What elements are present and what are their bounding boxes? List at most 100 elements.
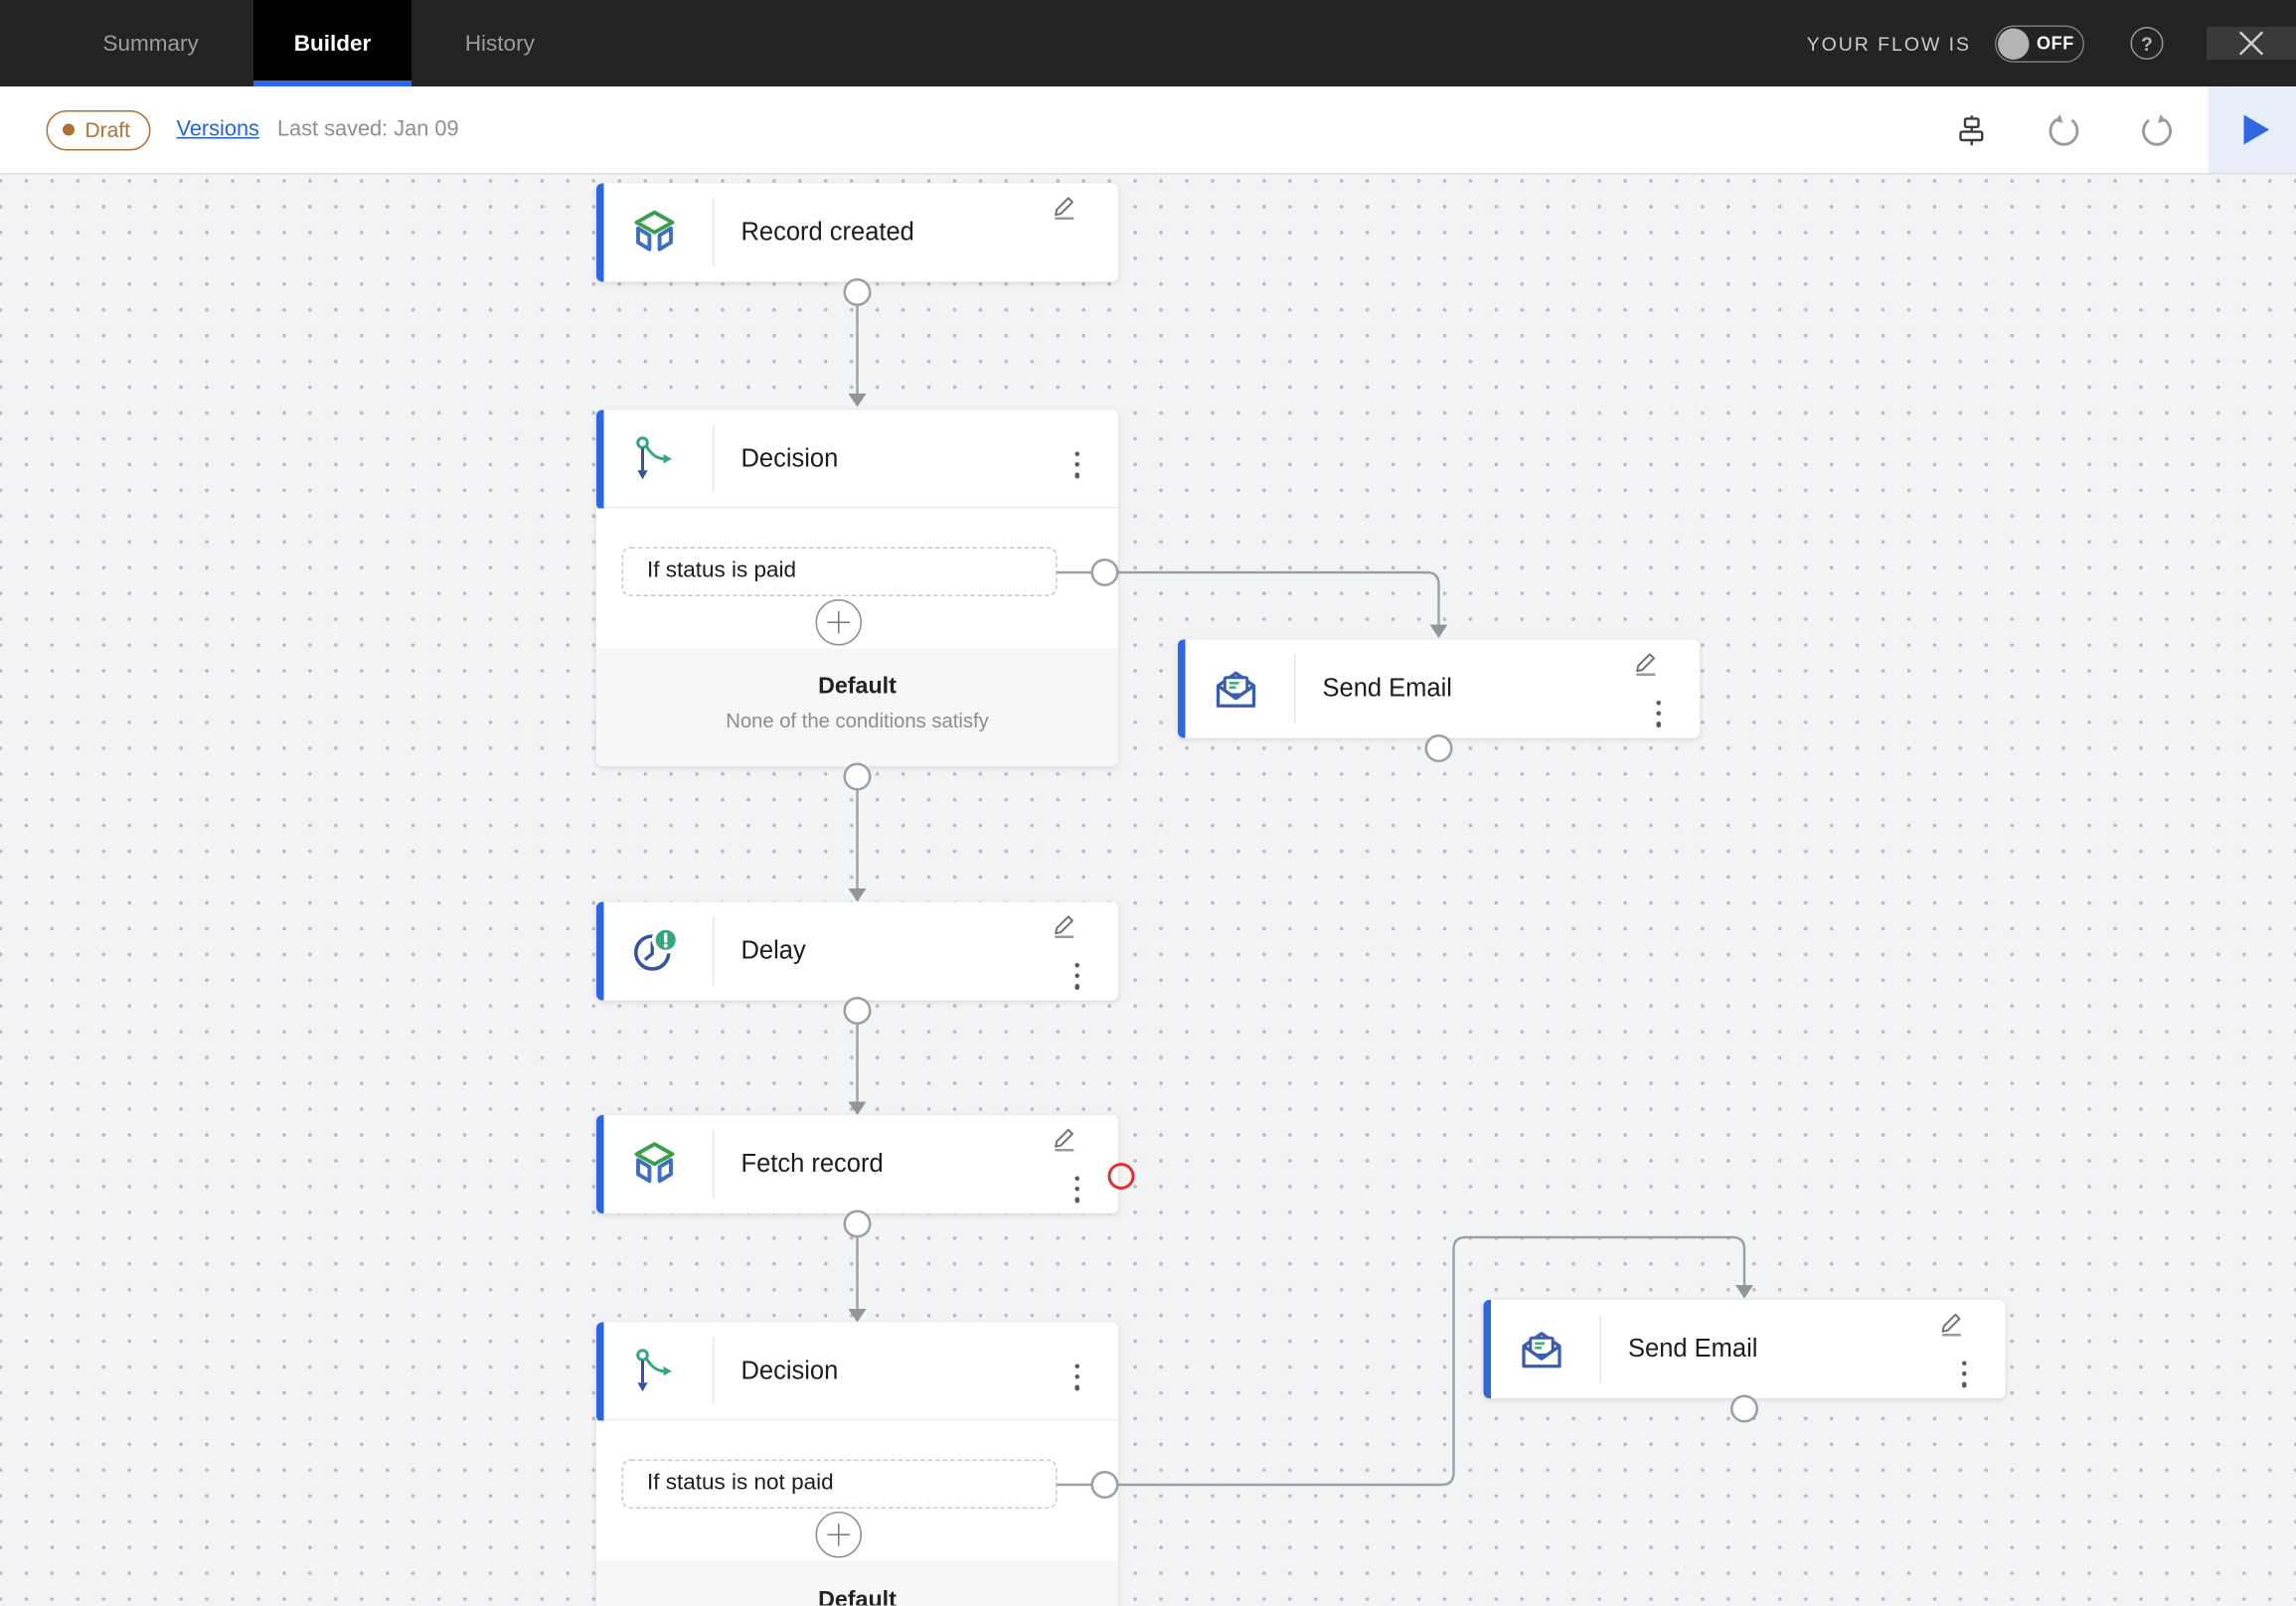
node-accent-bar [1178,639,1186,738]
arrowhead-down-icon [848,1309,867,1323]
redo-button[interactable] [2138,110,2177,149]
run-flow-play-icon [2242,114,2269,145]
kebab-menu-icon[interactable] [1068,446,1085,484]
arrowhead-down-icon [848,394,867,407]
node-title: Delay [740,936,806,965]
node-fetch-record[interactable]: Fetch record [596,1115,1118,1213]
node-accent-bar [596,409,604,510]
divider [713,198,715,267]
output-port-send-email2[interactable] [1729,1394,1759,1423]
decision-header: Decision [596,1322,1118,1422]
auto-align-button[interactable] [1955,112,1990,147]
arrowhead-down-icon [848,888,867,902]
clock-alert-icon [633,925,680,971]
top-bar: Summary Builder History YOUR FLOW IS OFF… [0,0,2296,86]
decision-header: Decision [596,409,1118,510]
undo-button[interactable] [2045,110,2083,149]
close-button[interactable] [2207,27,2296,60]
arrowhead-down-icon [1429,624,1448,638]
node-decision-1[interactable]: Decision If status is paid Default None … [596,409,1118,766]
kebab-menu-icon[interactable] [1956,1356,1973,1393]
run-flow-button[interactable] [2208,86,2296,173]
add-condition-button[interactable] [815,1512,862,1558]
output-port-delay[interactable] [843,996,872,1026]
output-port-decision1-default[interactable] [843,762,872,791]
builder-toolbar: Draft Versions Last saved: Jan 09 [0,86,2296,175]
node-record-created[interactable]: Record created [596,183,1118,282]
node-title: Decision [740,444,839,473]
node-title: Record created [740,218,914,246]
edit-pencil-icon[interactable] [1938,1311,1965,1338]
status-badge: Draft [46,109,152,150]
decision-branch-icon [636,1349,672,1392]
divider [1294,654,1296,723]
tab-builder[interactable]: Builder [253,0,411,86]
decision-body: If status is paid [596,508,1118,649]
node-send-email-1[interactable]: Send Email [1178,639,1700,738]
status-badge-label: Draft [84,117,131,142]
decision-default-section[interactable]: Default [596,1560,1118,1606]
undo-icon [2049,113,2079,146]
flow-status-label: YOUR FLOW IS [1806,32,1971,55]
decision-branch-icon [636,436,672,480]
output-port-record-created[interactable] [843,277,872,307]
connector-condition1-to-email1 [1118,570,1440,625]
node-title: Send Email [1322,674,1452,703]
tab-summary[interactable]: Summary [102,30,199,57]
status-dot-icon [63,123,75,136]
kebab-menu-icon[interactable] [1650,695,1667,732]
auto-align-icon [1959,114,1984,145]
default-subtitle: None of the conditions satisfy [726,710,989,732]
record-box-icon [634,210,675,251]
node-accent-bar [1483,1300,1491,1398]
question-mark-icon: ? [2141,32,2153,55]
output-port-fetch-record[interactable] [843,1209,872,1238]
kebab-menu-icon[interactable] [1068,1359,1085,1396]
node-accent-bar [596,1115,604,1213]
node-accent-bar [596,901,604,1001]
output-port-send-email1[interactable] [1424,733,1453,763]
toggle-knob-icon [1998,27,2030,60]
edit-pencil-icon[interactable] [1052,1126,1078,1153]
divider [713,916,715,986]
redo-icon [2142,113,2172,146]
divider [713,1130,715,1199]
node-title: Send Email [1628,1334,1758,1364]
edit-pencil-icon[interactable] [1633,650,1660,677]
tab-history[interactable]: History [464,30,535,57]
flow-canvas[interactable]: Record created Decision [0,174,2296,1606]
edit-pencil-icon[interactable] [1052,912,1078,939]
tab-strip: Summary Builder History [71,0,568,86]
help-button[interactable]: ? [2130,27,2164,60]
decision-default-section[interactable]: Default None of the conditions satisfy [596,648,1118,766]
node-delay[interactable]: Delay [596,901,1118,1001]
decision-body: If status is not paid [596,1420,1118,1561]
open-envelope-icon [1522,1332,1561,1368]
node-decision-2[interactable]: Decision If status is not paid Default [596,1322,1118,1606]
toggle-state-label: OFF [2037,33,2074,54]
node-accent-bar [596,183,604,282]
arrowhead-down-icon [848,1101,867,1115]
kebab-menu-icon[interactable] [1068,1171,1085,1208]
node-accent-bar [596,1322,604,1422]
add-condition-button[interactable] [815,599,862,646]
record-box-icon [634,1142,675,1184]
arrowhead-down-icon [1735,1285,1753,1299]
node-send-email-2[interactable]: Send Email [1483,1300,2006,1398]
versions-link[interactable]: Versions [176,117,259,142]
condition-row[interactable]: If status is paid [621,547,1058,596]
divider [1599,1315,1601,1383]
divider [713,1337,715,1404]
condition-row[interactable]: If status is not paid [621,1459,1058,1509]
close-icon [2238,31,2264,56]
open-envelope-icon [1216,671,1256,708]
toolbar-actions [1955,110,2178,149]
flow-on-off-toggle[interactable]: OFF [1995,24,2084,63]
divider [713,424,715,492]
default-title: Default [818,674,897,700]
edit-pencil-icon[interactable] [1052,194,1078,221]
last-saved-label: Last saved: Jan 09 [276,117,459,142]
topbar-right: YOUR FLOW IS OFF ? [1807,0,2296,86]
kebab-menu-icon[interactable] [1068,957,1085,995]
